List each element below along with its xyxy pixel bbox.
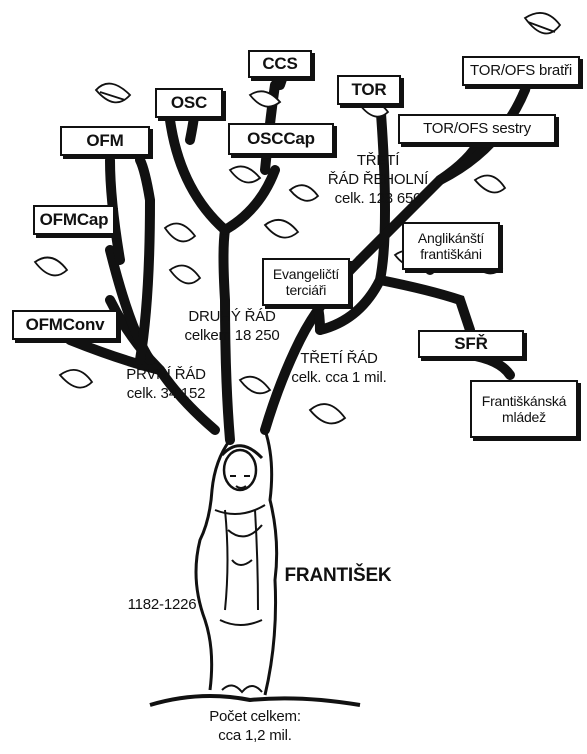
box-ccs: CCS bbox=[248, 50, 312, 78]
box-osc: OSC bbox=[155, 88, 223, 118]
box-tor: TOR bbox=[337, 75, 401, 105]
box-sfr: SFŘ bbox=[418, 330, 524, 358]
label-years: 1182-1226 bbox=[127, 596, 197, 613]
box-frantiskanska-mladez: Františkánská mládež bbox=[470, 380, 578, 438]
box-evangelicti-terciari: Evangeličtí terciáři bbox=[262, 258, 350, 306]
box-ofm: OFM bbox=[60, 126, 150, 156]
box-ofmcap: OFMCap bbox=[33, 205, 115, 235]
label-treti-rad-reholni: TŘETÍ ŘÁD ŘEHOLNÍ celk. 123 650 bbox=[327, 152, 429, 207]
label-total: Počet celkem: cca 1,2 mil. bbox=[209, 708, 301, 744]
box-tor-ofs-bratri: TOR/OFS bratři bbox=[462, 56, 580, 86]
box-osccap: OSCCap bbox=[228, 123, 334, 155]
label-druhy-rad: DRUHÝ ŘÁD celkem 18 250 bbox=[184, 308, 280, 344]
label-treti-rad: TŘETÍ ŘÁD celk. cca 1 mil. bbox=[291, 350, 387, 386]
box-ofmconv: OFMConv bbox=[12, 310, 118, 340]
frantisek-figure bbox=[194, 429, 279, 696]
box-anglikansti-frantiskani: Anglikánští františkáni bbox=[402, 222, 500, 270]
box-tor-ofs-sestry: TOR/OFS sestry bbox=[398, 114, 556, 144]
ground-line bbox=[149, 694, 361, 707]
label-frantisek: FRANTIŠEK bbox=[284, 565, 392, 586]
label-prvni-rad: PRVNÍ ŘÁD celk. 34 152 bbox=[126, 366, 206, 402]
